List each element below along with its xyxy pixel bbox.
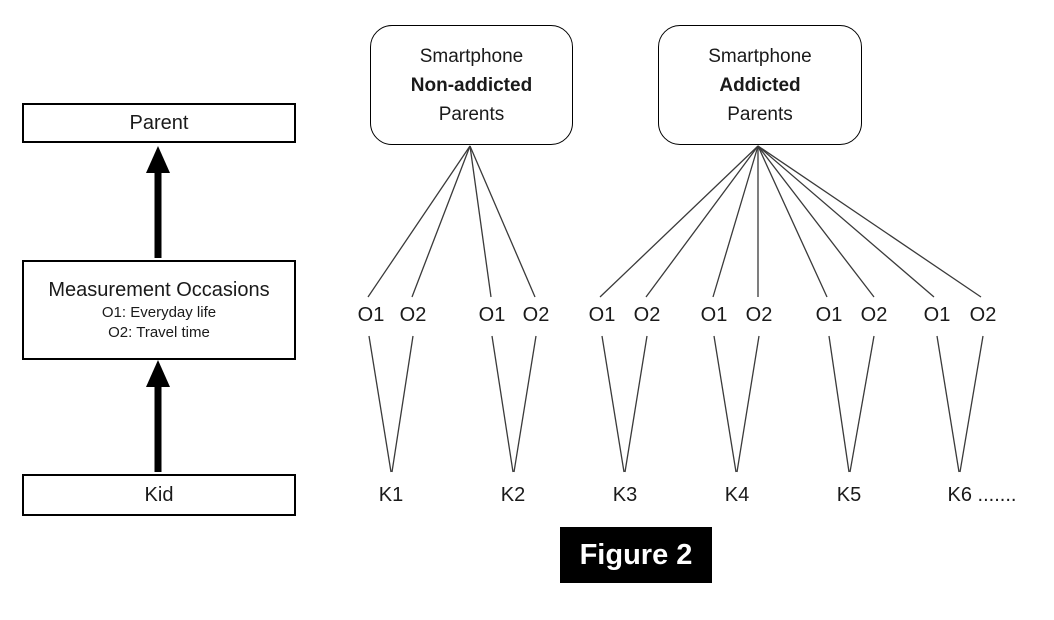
occasion-label-k5-o2: O2 xyxy=(860,301,888,329)
figure-caption-text: Figure 2 xyxy=(579,538,693,571)
occasion-label-k4-o2: O2 xyxy=(745,301,773,329)
parent-box-label: Parent xyxy=(129,111,189,134)
occasion-label-k3-o2: O2 xyxy=(633,301,661,329)
occasion-label-k1-o1: O1 xyxy=(357,301,385,329)
kid-box: Kid xyxy=(22,474,296,516)
measurement-occasions-box: Measurement Occasions O1: Everyday life … xyxy=(22,260,296,360)
figure-caption: Figure 2 xyxy=(560,527,712,583)
parent-box: Parent xyxy=(22,103,296,143)
kid-box-label: Kid xyxy=(144,483,174,506)
occasion-label-k4-o1: O1 xyxy=(700,301,728,329)
measurement-box-title: Measurement Occasions xyxy=(48,279,270,301)
kid-label-k6: K6 ....... xyxy=(947,481,1017,509)
kid-label-k1: K1 xyxy=(378,481,404,509)
kid-label-k5: K5 xyxy=(836,481,862,509)
group-addicted-line2: Addicted xyxy=(719,74,801,96)
group-box-addicted: Smartphone Addicted Parents xyxy=(658,25,862,145)
occasion-label-k1-o2: O2 xyxy=(399,301,427,329)
measurement-o1-desc: O1: Everyday life xyxy=(101,304,217,321)
up-arrow-kid-to-measurement xyxy=(146,360,170,472)
group-addicted-line3: Parents xyxy=(727,103,793,125)
occasion-label-k2-o2: O2 xyxy=(522,301,550,329)
occasion-label-k2-o1: O1 xyxy=(478,301,506,329)
group-non-addicted-line2: Non-addicted xyxy=(410,74,533,96)
fan-non-addicted xyxy=(367,145,536,298)
group-non-addicted-line1: Smartphone xyxy=(419,45,524,67)
occasion-label-k5-o1: O1 xyxy=(815,301,843,329)
group-box-non-addicted: Smartphone Non-addicted Parents xyxy=(370,25,573,145)
occasion-to-kid-lines xyxy=(368,335,984,473)
kid-label-k4: K4 xyxy=(724,481,750,509)
up-arrow-measurement-to-parent xyxy=(146,146,170,258)
occasion-label-k3-o1: O1 xyxy=(588,301,616,329)
occasion-label-k6-o1: O1 xyxy=(923,301,951,329)
fan-addicted xyxy=(599,145,982,298)
measurement-o2-desc: O2: Travel time xyxy=(108,324,210,341)
group-non-addicted-line3: Parents xyxy=(438,103,505,125)
group-addicted-line1: Smartphone xyxy=(708,45,812,67)
kid-label-k2: K2 xyxy=(500,481,526,509)
kid-label-k3: K3 xyxy=(612,481,638,509)
occasion-label-k6-o2: O2 xyxy=(969,301,997,329)
